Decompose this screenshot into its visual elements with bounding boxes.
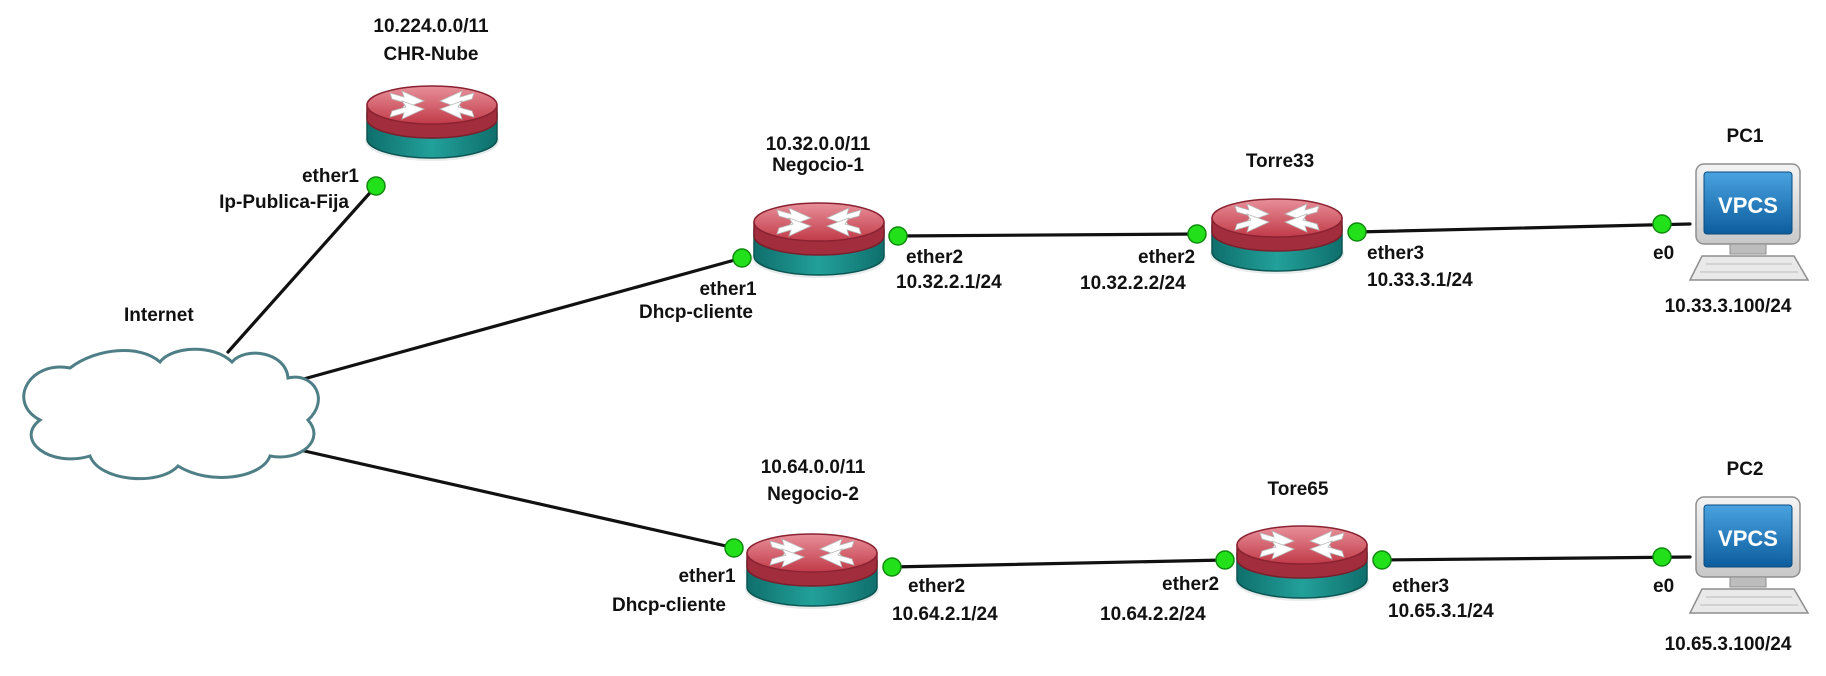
router-tore65[interactable] <box>1234 525 1370 602</box>
torre33-ether3-label: ether3 <box>1367 243 1425 264</box>
link-internet-negocio-2 <box>298 448 737 550</box>
tore65-ether2-label: ether2 <box>1162 574 1220 595</box>
negocio-1-ether2-ip: 10.32.2.1/24 <box>896 272 1002 293</box>
port-dot-negocio-2-ether2 <box>882 557 902 577</box>
chr-nube-ether1-label: ether1 <box>301 166 359 187</box>
pc2-port-label: e0 <box>1653 576 1675 597</box>
port-dot-negocio-2-ether1 <box>724 538 744 558</box>
port-dot-tore65-ether3 <box>1372 550 1392 570</box>
negocio-2-name-label: Negocio-2 <box>767 484 859 505</box>
link-internet-chr-nube <box>226 184 378 354</box>
tore65-name-label: Tore65 <box>1267 479 1329 500</box>
tore65-ether3-label: ether3 <box>1392 576 1450 597</box>
link-negocio-2-tore65 <box>889 558 1227 569</box>
link-tore65-pc2 <box>1378 555 1692 562</box>
torre33-ether2-label: ether2 <box>1138 247 1196 268</box>
pc2-ip-label: 10.65.3.100/24 <box>1664 634 1792 655</box>
pc2-name-label: PC2 <box>1726 459 1764 480</box>
negocio-1-ether1-label: ether1 <box>699 279 757 300</box>
pc1-screen-label: VPCS <box>1718 193 1778 218</box>
internet-cloud-icon <box>22 347 320 481</box>
pc1-port-label: e0 <box>1653 243 1675 264</box>
port-dots <box>366 176 1672 577</box>
port-dot-negocio-1-ether1 <box>732 248 752 268</box>
tore65-ether3-ip: 10.65.3.1/24 <box>1388 601 1494 622</box>
port-dot-torre33-ether2 <box>1187 224 1207 244</box>
router-torre33[interactable] <box>1209 198 1345 275</box>
tore65-ether2-ip: 10.64.2.2/24 <box>1100 604 1206 625</box>
router-negocio-2[interactable] <box>744 533 880 610</box>
negocio-1-name-label: Negocio-1 <box>772 155 864 176</box>
pc2-vpcs-icon[interactable]: VPCS <box>1689 496 1809 614</box>
link-negocio-1-torre33 <box>894 232 1200 238</box>
negocio-1-network-label: 10.32.0.0/11 <box>765 134 871 155</box>
pc2-screen-label: VPCS <box>1718 526 1778 551</box>
negocio-2-ether1-label: ether1 <box>678 566 736 587</box>
router-chr-nube[interactable] <box>364 85 500 162</box>
links <box>226 184 1692 569</box>
pc1-name-label: PC1 <box>1726 126 1764 147</box>
port-dot-negocio-1-ether2 <box>888 226 908 246</box>
port-dot-tore65-ether2 <box>1215 550 1235 570</box>
negocio-2-ether1-desc: Dhcp-cliente <box>611 595 727 616</box>
link-torre33-pc1 <box>1354 222 1692 234</box>
torre33-ether2-ip: 10.32.2.2/24 <box>1080 273 1186 294</box>
negocio-1-ether2-label: ether2 <box>906 247 964 268</box>
pc1-ip-label: 10.33.3.100/24 <box>1664 296 1792 317</box>
port-dot-torre33-ether3 <box>1347 222 1367 242</box>
chr-nube-ether1-desc: Ip-Publica-Fija <box>219 192 349 213</box>
chr-nube-name-label: CHR-Nube <box>383 44 479 65</box>
pc1-vpcs-icon[interactable]: VPCS <box>1689 163 1809 281</box>
link-internet-negocio-1 <box>298 256 744 382</box>
internet-label: Internet <box>124 305 194 326</box>
torre33-name-label: Torre33 <box>1245 151 1315 172</box>
negocio-1-ether1-desc: Dhcp-cliente <box>638 302 754 323</box>
chr-nube-network-label: 10.224.0.0/11 <box>373 16 489 37</box>
negocio-2-network-label: 10.64.0.0/11 <box>760 457 866 478</box>
torre33-ether3-ip: 10.33.3.1/24 <box>1367 270 1473 291</box>
port-dot-pc2-e0 <box>1652 547 1672 567</box>
port-dot-chr-nube-ether1 <box>366 176 386 196</box>
port-dot-pc1-e0 <box>1652 214 1672 234</box>
negocio-2-ether2-ip: 10.64.2.1/24 <box>892 604 998 625</box>
router-negocio-1[interactable] <box>751 202 887 279</box>
negocio-2-ether2-label: ether2 <box>908 576 966 597</box>
